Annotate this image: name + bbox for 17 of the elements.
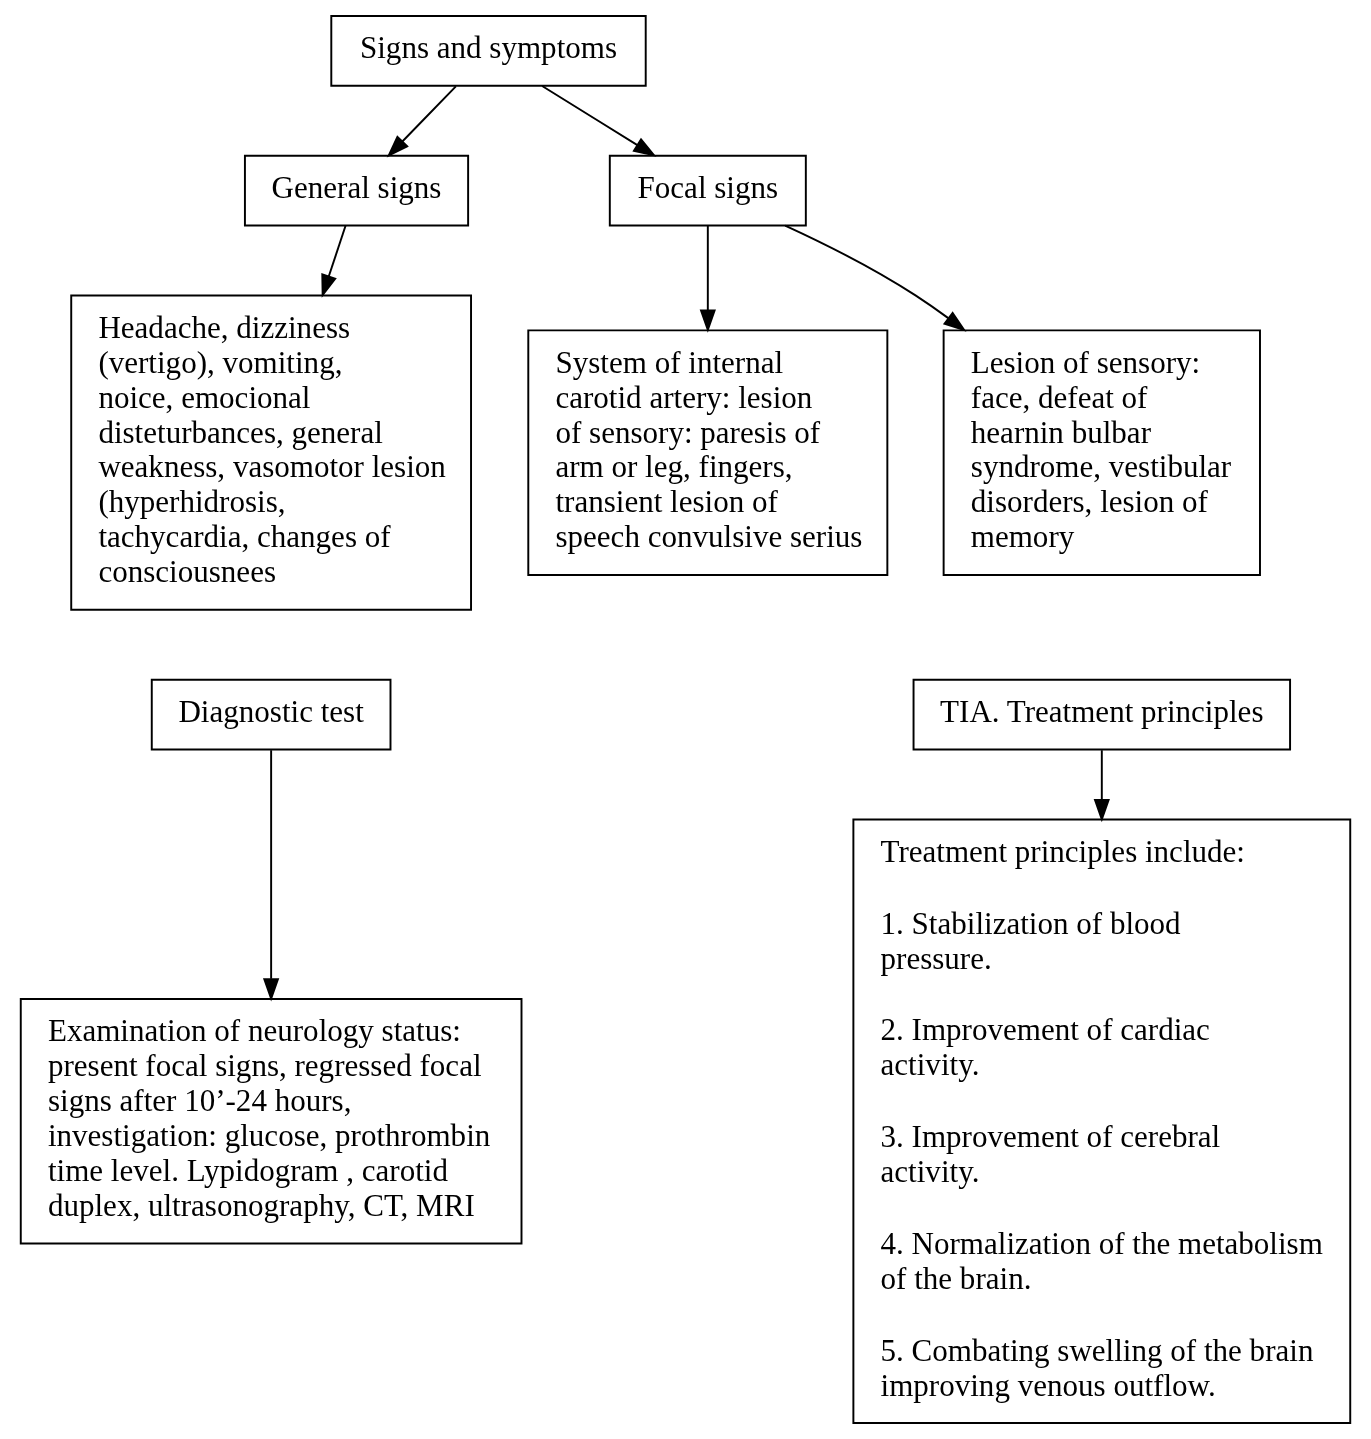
node-box: General signs [243,154,470,227]
node-box: TIA. Treatment principles [912,678,1292,751]
arrow [699,224,716,333]
node-box: Lesion of sensory: face, defeat of hearnin bulbar syndrome, vestibular disorders, lesion of memory [942,329,1261,576]
node-box: Headache, dizziness (vertigo), vomiting, noice, emocional disteturbances, general weakness, vasomotor lesion (hyperhidrosis, tachycardia, changes of consciousnees [70,294,472,611]
arrow [541,85,657,157]
arrow [784,224,967,332]
node-box: System of internal carotid artery: lesion of sensory: paresis of arm or leg, fingers, transient lesion of speech convulsive serius [527,329,889,576]
node-box: Diagnostic test [150,678,392,751]
arrow [321,224,347,298]
arrow [262,749,280,1002]
node-box: Signs and symptoms [330,14,647,87]
node-box: Treatment principles include: 1. Stabilization of blood pressure. 2. Improvement of cardiac activity. 3. Improvement of cerebral activity. 4. Normalization of the metabolism of the brain. 5. Combating swelling of the brain improving venous outflow. [852,818,1352,1424]
arrow [386,85,457,158]
node-box: Examination of neurology status: present focal signs, regressed focal signs after 10’-24 hours, investigation: glucose, prothrombin time level. Lypidogram , carotid duplex, ultrasonography, CT, MRI [19,998,523,1245]
arrow [1093,749,1110,823]
node-box: Focal signs [608,154,807,227]
